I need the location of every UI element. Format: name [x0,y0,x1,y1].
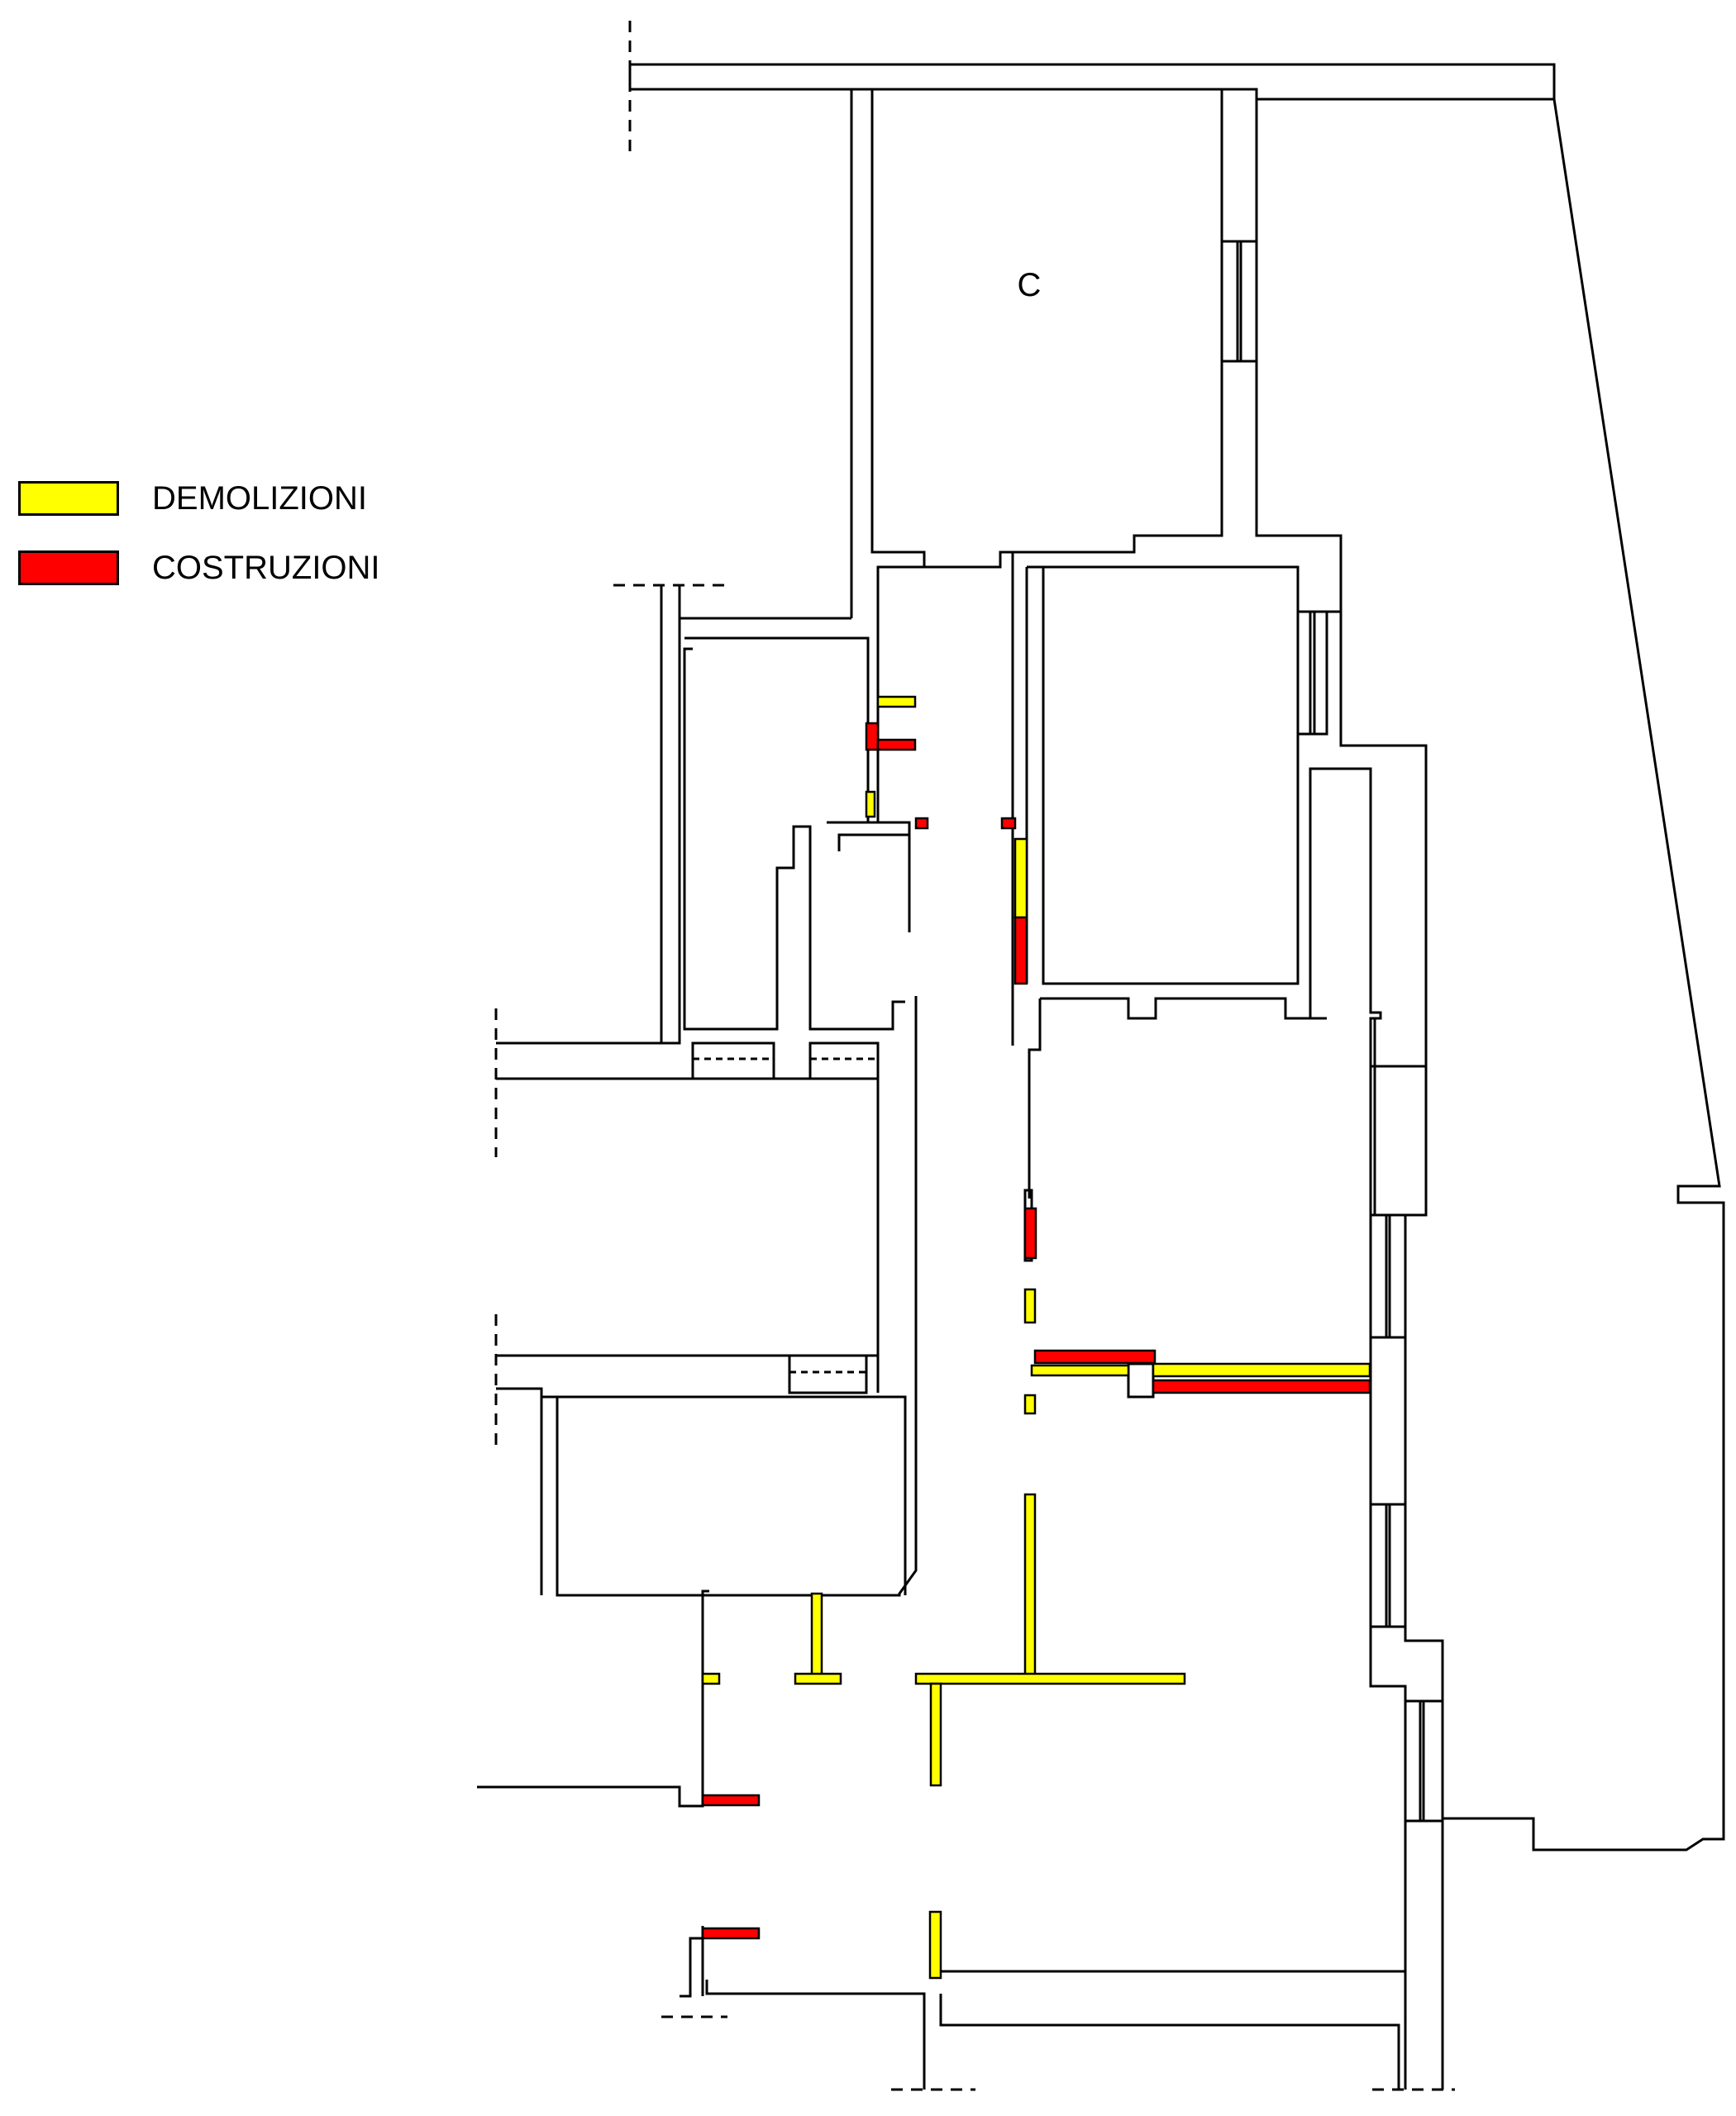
demolition-2 [865,790,876,818]
room-west [496,1077,880,1357]
demolition-8 [1023,1493,1037,1682]
demolition-14 [928,1910,942,1980]
east-boundary [1443,98,1725,1852]
corridor-west-lower [556,996,918,1597]
construction-5 [1013,916,1028,985]
window-east-top [1296,610,1328,736]
window-west-1 [691,1041,775,1080]
room-c-outline [870,89,1223,569]
window-east-1 [1369,1213,1407,1339]
demolition-3 [1013,837,1028,919]
wall-c-east [1255,99,1343,612]
demolition-9 [914,1672,1186,1685]
legend-label-costruzioni: COSTRUZIONI [152,549,380,586]
window-east-2 [1369,1503,1407,1628]
demolitions [701,695,1371,1980]
demolition-10 [929,1682,942,1787]
construction-10 [701,1927,761,1940]
east-bedroom-wall [1028,998,1372,1215]
demolition-1 [876,695,917,708]
east-step [1369,1627,1444,1703]
room-left-d [837,833,909,851]
room-west-lower [496,1387,543,1595]
construction-6 [1023,1207,1037,1260]
construction-7 [1033,1349,1157,1365]
construction-swatch [18,550,119,585]
room-label-c: C [1018,267,1042,303]
legend-item-costruzioni: COSTRUZIONI [18,547,380,589]
corridor-west-wall [876,565,924,822]
column [1127,1362,1155,1399]
construction-8 [1152,1379,1371,1394]
constructions [701,722,1371,1940]
construction-2 [876,738,917,751]
window-west-2 [808,1041,880,1080]
south-west-room [680,1926,704,1998]
outer-wall-top [628,63,1556,101]
construction-3 [914,817,929,830]
window-c [1220,240,1258,363]
demolition-5 [1030,1364,1130,1377]
demolition-13 [701,1672,721,1685]
demolition-4 [1023,1288,1037,1324]
demolition-6 [1023,1394,1037,1415]
legend-label-demolizioni: DEMOLIZIONI [152,479,368,517]
construction-4 [1000,817,1017,830]
legend-item-demolizioni: DEMOLIZIONI [18,478,380,519]
east-wall-south [1404,1818,1444,1971]
legend: DEMOLIZIONI COSTRUZIONI [18,478,380,617]
room-left-b [683,636,905,1031]
left-wing-upper [678,585,851,620]
demolition-11 [810,1592,823,1678]
window-west-3 [788,1354,868,1394]
south-corridor [705,1963,1405,2090]
south-west-wall [477,1589,709,1808]
room-east-top [1027,565,1300,985]
room-left-a [496,585,681,1045]
demolition-7 [1152,1362,1371,1378]
construction-1 [865,722,880,751]
demolition-12 [794,1672,842,1685]
construction-9 [701,1794,761,1807]
demolition-swatch [18,481,119,516]
east-bedroom [1040,997,1310,1020]
